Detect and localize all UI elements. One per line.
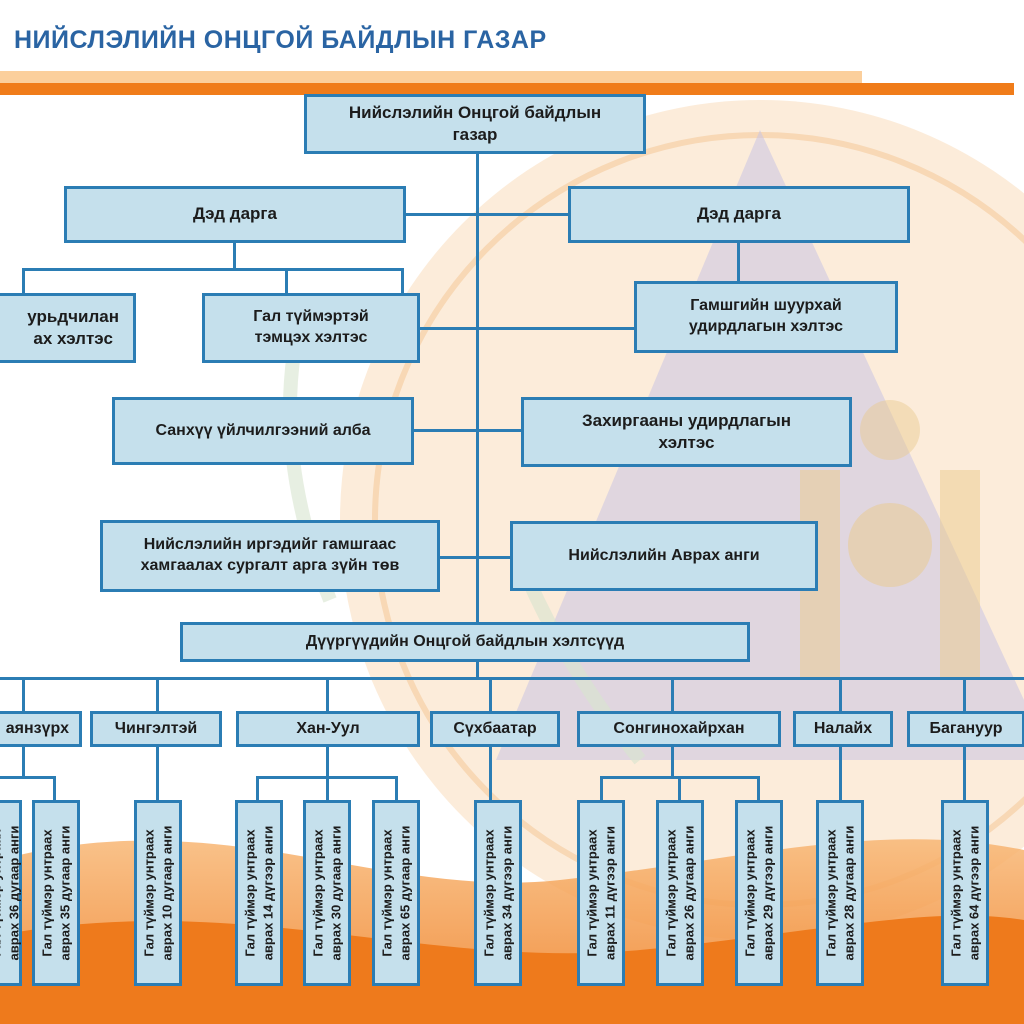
- unit-box: Гал түймэр унтраах аврах 35 дугаар анги: [32, 800, 80, 986]
- district-khan-uul: Хан-Уул: [236, 711, 420, 747]
- deputy-left-box: Дэд дарга: [64, 186, 406, 243]
- unit-box: Гал түймэр унтраах аврах 30 дугаар анги: [303, 800, 351, 986]
- unit-label: Гал түймэр унтраах аврах 36 дугаар анги: [0, 825, 21, 961]
- unit-label: Гал түймэр унтраах аврах 30 дугаар анги: [310, 825, 343, 961]
- unit-label: Гал түймэр унтраах аврах 14 дүгээр анги: [242, 825, 275, 961]
- unit-label: Гал түймэр унтраах аврах 11 дүгээр анги: [584, 826, 617, 960]
- header-bar-light: [0, 71, 862, 84]
- deputy-right-box: Дэд дарга: [568, 186, 910, 243]
- unit-label: Гал түймэр унтраах аврах 64 дүгээр анги: [948, 825, 981, 961]
- unit-box: Гал түймэр унтраах аврах 11 дүгээр анги: [577, 800, 625, 986]
- unit-box: Гал түймэр унтраах аврах 29 дүгээр анги: [735, 800, 783, 986]
- admin-box: Захиргааны удирдлагын хэлтэс: [521, 397, 852, 467]
- unit-label: Гал түймэр унтраах аврах 28 дугаар анги: [823, 825, 856, 961]
- unit-box: Гал түймэр унтраах аврах 28 дугаар анги: [816, 800, 864, 986]
- unit-box: Гал түймэр унтраах аврах 26 дугаар анги: [656, 800, 704, 986]
- unit-label: Гал түймэр унтраах аврах 34 дүгээр анги: [481, 825, 514, 961]
- unit-label: Гал түймэр унтраах аврах 10 дугаар анги: [141, 825, 174, 961]
- dept-left-partial-box: урьдчилан ах хэлтэс: [0, 293, 136, 363]
- district-nalaikh: Налайх: [793, 711, 893, 747]
- unit-box: Гал түймэр унтраах аврах 34 дүгээр анги: [474, 800, 522, 986]
- unit-label: Гал түймэр унтраах аврах 65 дугаар анги: [379, 825, 412, 961]
- unit-box: Гал түймэр унтраах аврах 64 дүгээр анги: [941, 800, 989, 986]
- district-sukhbaatar: Сүхбаатар: [430, 711, 560, 747]
- page-title: НИЙСЛЭЛИЙН ОНЦГОЙ БАЙДЛЫН ГАЗАР: [14, 26, 547, 54]
- dept-fire-box: Гал түймэртэй тэмцэх хэлтэс: [202, 293, 420, 363]
- unit-box: Гал түймэр унтраах аврах 36 дугаар анги: [0, 800, 22, 986]
- unit-box: Гал түймэр унтраах аврах 14 дүгээр анги: [235, 800, 283, 986]
- unit-box: Гал түймэр унтраах аврах 10 дугаар анги: [134, 800, 182, 986]
- district-chingeltei: Чингэлтэй: [90, 711, 222, 747]
- district-songinokhairkhan: Сонгинохайрхан: [577, 711, 781, 747]
- root-box: Нийслэлийн Онцгой байдлын газар: [304, 94, 646, 154]
- rescue-unit-box: Нийслэлийн Аврах анги: [510, 521, 818, 591]
- district-bayanzurkh: аянзүрх: [0, 711, 82, 747]
- unit-box: Гал түймэр унтраах аврах 65 дугаар анги: [372, 800, 420, 986]
- training-center-box: Нийслэлийн иргэдийг гамшгаас хамгаалах с…: [100, 520, 440, 592]
- district-departments-box: Дүүргүүдийн Онцгой байдлын хэлтсүүд: [180, 622, 750, 662]
- district-baganuur: Багануур: [907, 711, 1024, 747]
- dept-disaster-box: Гамшгийн шуурхай удирдлагын хэлтэс: [634, 281, 898, 353]
- unit-label: Гал түймэр унтраах аврах 35 дугаар анги: [39, 825, 72, 961]
- unit-label: Гал түймэр унтраах аврах 26 дугаар анги: [663, 825, 696, 961]
- finance-box: Санхүү үйлчилгээний алба: [112, 397, 414, 465]
- header-bar-orange: [0, 83, 1014, 95]
- unit-label: Гал түймэр унтраах аврах 29 дүгээр анги: [742, 825, 775, 961]
